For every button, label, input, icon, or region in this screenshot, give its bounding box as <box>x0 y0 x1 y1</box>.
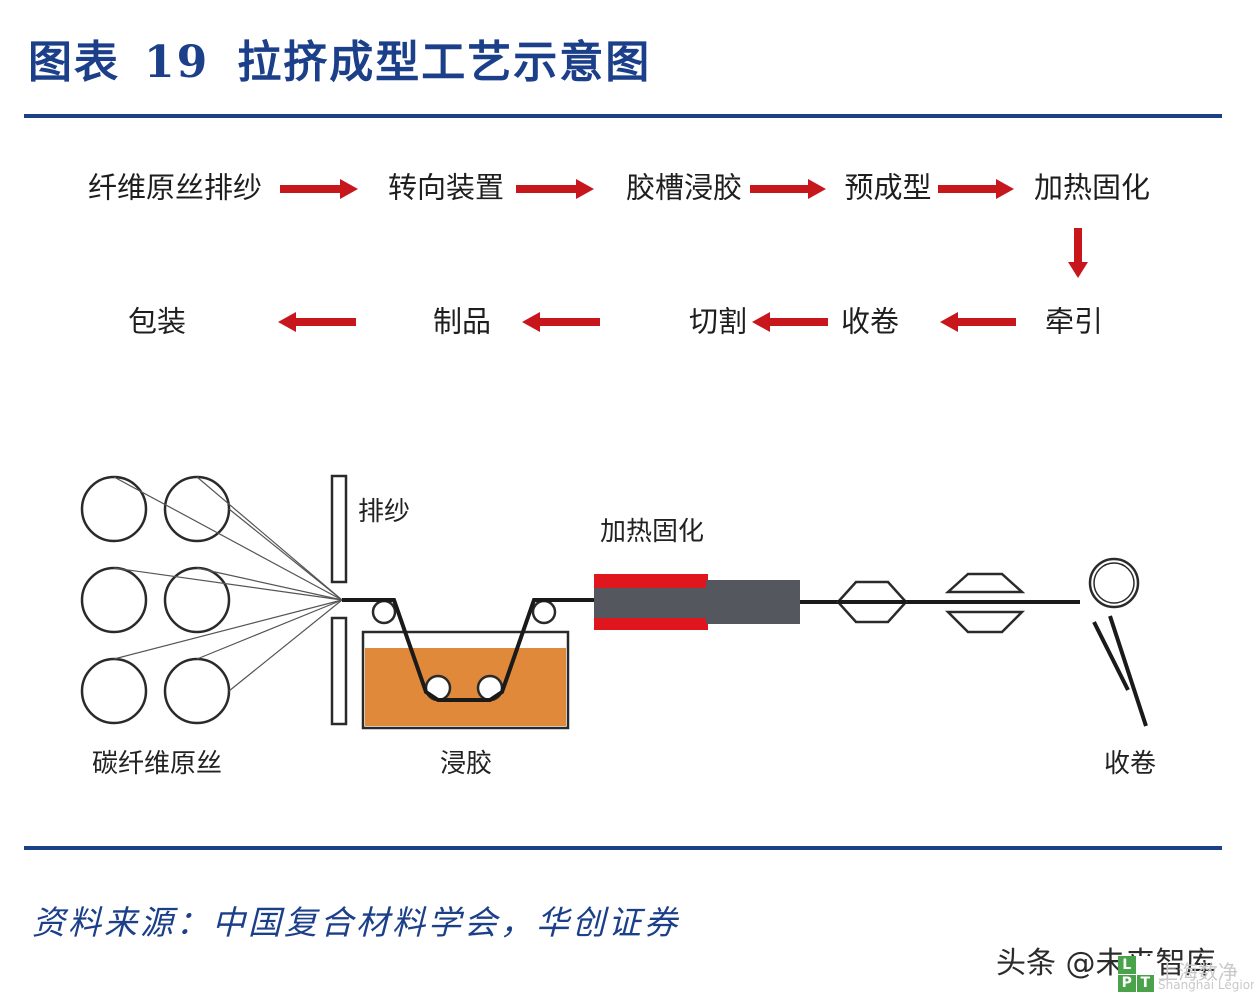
logo-en-text: Shanghai Legion <box>1158 978 1254 992</box>
cutting-unit <box>944 572 1026 634</box>
step-cutting: 切割 <box>688 304 748 339</box>
fiber-strands <box>113 476 343 692</box>
label-heat: 加热固化 <box>599 517 705 547</box>
fiber-bobbin <box>80 475 148 543</box>
yarn-guide-plate-top <box>330 474 348 584</box>
winding-support <box>1092 615 1148 727</box>
yarn-guide-plate-bottom <box>330 616 348 726</box>
fiber-bobbin <box>163 657 231 725</box>
step-pulling: 牵引 <box>1044 304 1104 339</box>
heated-die <box>594 574 800 630</box>
arrow-left-icon <box>522 312 600 332</box>
fiber-bobbin <box>163 566 231 634</box>
label-guide: 排纱 <box>357 497 411 527</box>
label-winder: 收卷 <box>1103 749 1157 779</box>
fiber-bobbin <box>80 566 148 634</box>
guide-roller <box>531 599 557 625</box>
step-winding: 收卷 <box>840 304 900 339</box>
label-bath: 浸胶 <box>439 749 493 779</box>
step-packaging: 包装 <box>127 304 187 339</box>
figure-number: 19 <box>144 37 210 88</box>
arrow-right-icon <box>280 179 358 199</box>
arrow-right-icon <box>938 179 1014 199</box>
step-heat-curing: 加热固化 <box>1033 170 1151 205</box>
guide-roller <box>371 599 397 625</box>
figure-label: 图表 <box>28 37 120 88</box>
arrow-down-icon <box>1068 228 1088 278</box>
step-product: 制品 <box>432 304 492 339</box>
resin-liquid <box>365 648 566 726</box>
arrow-left-icon <box>752 312 828 332</box>
arrow-right-icon <box>750 179 826 199</box>
bottom-divider <box>24 846 1222 850</box>
winding-reel-inner <box>1093 562 1135 604</box>
arrow-right-icon <box>516 179 594 199</box>
fiber-bobbin <box>80 657 148 725</box>
top-divider <box>24 114 1222 118</box>
winding-reel <box>1088 557 1140 609</box>
figure-title: 图表 19 拉挤成型工艺示意图 <box>28 30 651 96</box>
step-fiber-creel: 纤维原丝排纱 <box>87 170 263 205</box>
arrow-left-icon <box>278 312 356 332</box>
source-note: 资料来源：中国复合材料学会，华创证券 <box>32 903 680 942</box>
label-creel: 碳纤维原丝 <box>91 749 223 779</box>
watermark-text: 头条 @未来智库 <box>996 946 1216 981</box>
legion-logo-icon: L P T <box>1118 956 1154 992</box>
logo-cn-text: 上海数净 <box>1158 960 1238 984</box>
step-resin-bath: 胶槽浸胶 <box>625 170 743 205</box>
step-preforming: 预成型 <box>844 170 932 205</box>
fiber-bobbin <box>163 475 231 543</box>
figure-caption: 拉挤成型工艺示意图 <box>237 37 652 88</box>
step-turning-device: 转向装置 <box>387 170 505 205</box>
arrow-left-icon <box>940 312 1016 332</box>
fiber-creel <box>80 475 231 725</box>
